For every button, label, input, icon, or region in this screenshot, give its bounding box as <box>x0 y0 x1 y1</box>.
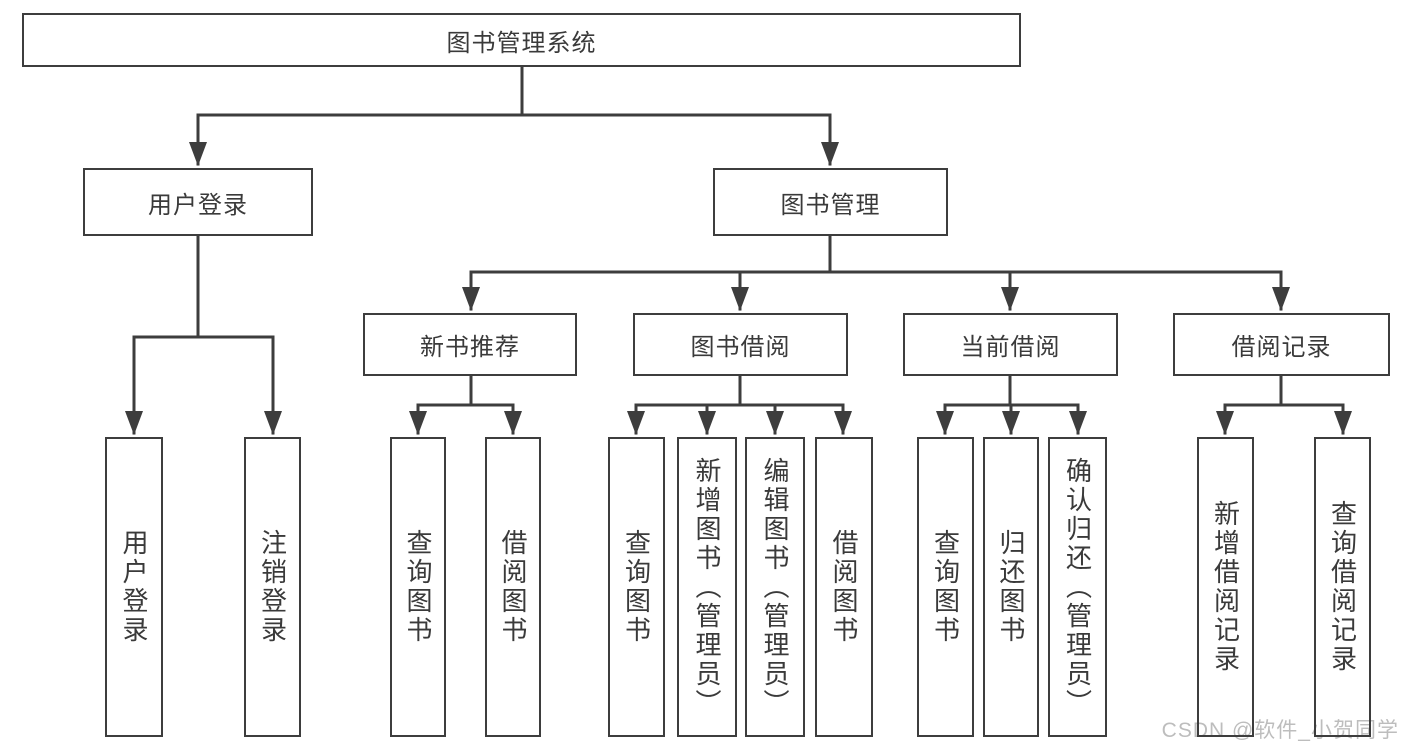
node-book-borrow: 图书借阅 <box>633 313 848 376</box>
leaf-edit-books-admin: 编辑图书（管理员） <box>745 437 805 737</box>
leaf-add-borrow-record-label: 新增借阅记录 <box>1210 500 1241 674</box>
leaf-borrow-books-borrow: 借阅图书 <box>815 437 873 737</box>
node-user-login-label: 用户登录 <box>148 191 248 219</box>
node-borrow-records: 借阅记录 <box>1173 313 1390 376</box>
leaf-confirm-return-admin-label: 确认归还（管理员） <box>1062 456 1093 718</box>
leaf-user-login-label: 用户登录 <box>119 529 149 645</box>
leaf-query-borrow-record-label: 查询借阅记录 <box>1327 500 1358 674</box>
leaf-logout-login: 注销登录 <box>244 437 301 737</box>
node-root-label: 图书管理系统 <box>446 29 597 57</box>
leaf-borrow-books-newbook: 借阅图书 <box>485 437 541 737</box>
node-book-management-label: 图书管理 <box>780 191 881 219</box>
leaf-return-books: 归还图书 <box>983 437 1039 737</box>
leaf-borrow-books-borrow-label: 借阅图书 <box>829 529 859 645</box>
leaf-add-books-admin: 新增图书（管理员） <box>677 437 737 737</box>
watermark: CSDN @软件_小贺同学 <box>1161 719 1399 742</box>
leaf-query-books-borrow-label: 查询图书 <box>621 529 652 645</box>
leaf-borrow-books-newbook-label: 借阅图书 <box>498 529 528 645</box>
leaf-query-books-current-label: 查询图书 <box>930 529 961 645</box>
leaf-edit-books-admin-label: 编辑图书（管理员） <box>760 456 790 718</box>
node-new-book-recommend-label: 新书推荐 <box>420 334 520 361</box>
node-current-borrow-label: 当前借阅 <box>960 334 1061 361</box>
node-borrow-records-label: 借阅记录 <box>1231 334 1332 361</box>
node-root: 图书管理系统 <box>22 13 1021 67</box>
node-new-book-recommend: 新书推荐 <box>363 313 577 376</box>
node-book-management: 图书管理 <box>713 168 948 236</box>
leaf-user-login: 用户登录 <box>105 437 163 737</box>
leaf-query-books-newbook-label: 查询图书 <box>403 529 433 645</box>
node-current-borrow: 当前借阅 <box>903 313 1118 376</box>
node-user-login: 用户登录 <box>83 168 313 236</box>
leaf-query-books-borrow: 查询图书 <box>608 437 665 737</box>
node-book-borrow-label: 图书借阅 <box>690 334 791 361</box>
leaf-query-borrow-record: 查询借阅记录 <box>1314 437 1371 737</box>
leaf-query-books-current: 查询图书 <box>917 437 974 737</box>
leaf-confirm-return-admin: 确认归还（管理员） <box>1048 437 1107 737</box>
leaf-return-books-label: 归还图书 <box>996 529 1026 645</box>
leaf-add-borrow-record: 新增借阅记录 <box>1197 437 1254 737</box>
leaf-add-books-admin-label: 新增图书（管理员） <box>692 456 722 718</box>
leaf-query-books-newbook: 查询图书 <box>390 437 446 737</box>
leaf-logout-login-label: 注销登录 <box>257 529 288 645</box>
